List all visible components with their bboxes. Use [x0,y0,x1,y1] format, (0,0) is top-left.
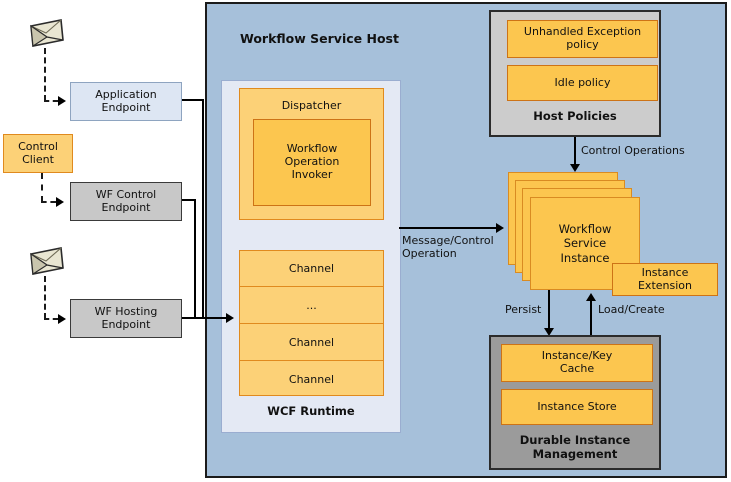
connector-app-endpoint-stub [182,99,204,101]
connector-app-endpoint-down [202,99,204,318]
load-create-label: Load/Create [598,303,665,316]
dispatcher-label: Dispatcher [281,99,342,112]
instance-key-cache: Instance/Key Cache [501,344,653,382]
host-policies-title: Host Policies [533,109,617,123]
connector-persist-line [548,290,550,332]
workflow-service-instance-label: Workflow Service Instance [558,221,612,265]
connector-envelope1-horizontal [44,100,58,102]
envelope-icon-svg [30,247,64,275]
connector-envelope1-vertical [44,48,46,101]
workflow-service-host-title: Workflow Service Host [240,31,399,46]
instance-store-label: Instance Store [537,399,617,413]
wf-hosting-endpoint[interactable]: WF Hosting Endpoint [70,299,182,338]
durable-instance-management-title: Durable Instance Management [519,433,631,462]
channel-row: Channel [240,361,383,397]
connector-load-create-arrowhead [586,293,596,301]
workflow-operation-invoker-label: Workflow Operation Invoker [284,142,340,181]
application-endpoint-label: Application Endpoint [95,87,157,114]
connector-control-client-arrowhead [56,197,64,207]
instance-key-cache-label: Instance/Key Cache [541,349,613,375]
channel-label: Channel [288,335,335,349]
channel-row: ... [240,287,383,324]
connector-load-create-line [590,300,592,336]
connector-into-wcf-arrowhead [226,313,234,323]
envelope-icon [28,18,66,50]
control-operations-label: Control Operations [581,144,685,157]
connector-control-endpoint-down [194,199,196,318]
connector-control-client-vertical [41,173,43,202]
connector-persist-arrowhead [544,328,554,336]
instance-store: Instance Store [501,389,653,425]
instance-extension-label: Instance Extension [637,265,692,292]
connector-control-operations-line [574,137,576,168]
connector-envelope2-arrowhead [58,314,66,324]
wf-control-endpoint[interactable]: WF Control Endpoint [70,182,182,221]
workflow-operation-invoker-box: Workflow Operation Invoker [253,119,371,206]
unhandled-exception-policy-label: Unhandled Exception policy [523,25,642,51]
connector-control-endpoint-stub [182,199,196,201]
channel-label: Channel [288,372,335,386]
connector-message-control-line [399,227,499,229]
control-client[interactable]: Control Client [3,134,73,173]
control-client-label: Control Client [18,139,58,166]
wcf-runtime-label: WCF Runtime [267,404,355,418]
wf-control-endpoint-label: WF Control Endpoint [95,187,157,214]
envelope-icon-svg [30,19,64,47]
connector-envelope2-vertical [44,276,46,319]
channel-stack: Channel ... Channel Channel [239,250,384,396]
connector-control-operations-arrowhead [570,164,580,172]
channel-row: Channel [240,251,383,287]
persist-label: Persist [505,303,542,316]
channel-label: Channel [288,262,335,275]
connector-control-client-horizontal [41,201,56,203]
channel-row: Channel [240,324,383,361]
channel-ellipsis-label: ... [306,298,317,312]
message-control-operation-label: Message/Control Operation [402,234,494,261]
unhandled-exception-policy: Unhandled Exception policy [507,20,658,58]
connector-envelope1-arrowhead [58,96,66,106]
connector-envelope2-horizontal [44,318,58,320]
connector-hosting-endpoint-stub [182,317,230,319]
idle-policy: Idle policy [507,65,658,101]
application-endpoint[interactable]: Application Endpoint [70,82,182,121]
envelope-icon [28,246,66,278]
connector-message-control-arrowhead [496,223,504,233]
instance-extension[interactable]: Instance Extension [612,263,718,296]
wf-hosting-endpoint-label: WF Hosting Endpoint [94,304,158,331]
idle-policy-label: Idle policy [554,75,611,89]
